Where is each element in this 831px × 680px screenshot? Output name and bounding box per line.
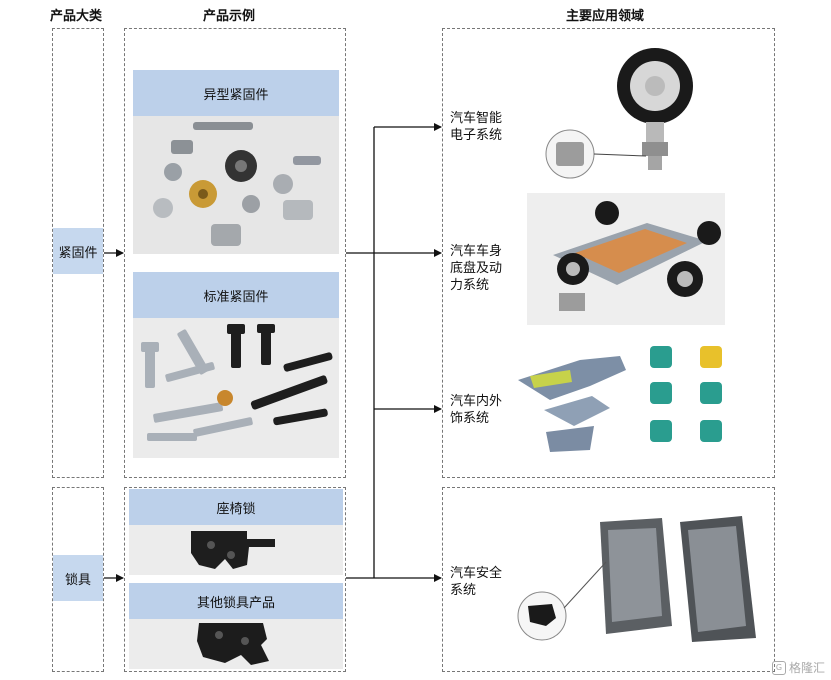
application-line: 汽车安全: [450, 566, 503, 581]
header-example: 产品示例: [203, 9, 256, 24]
interior-exterior-image: [510, 340, 750, 465]
watermark-text: 格隆汇: [788, 661, 825, 675]
application-label-safety: 汽车安全 系统: [450, 565, 502, 599]
product-label-special-fastener: 异型紧固件: [133, 70, 339, 116]
smart-electronics-image: [540, 44, 700, 184]
header-category: 产品大类: [50, 9, 103, 24]
application-label-body-chassis: 汽车车身 底盘及动 力系统: [450, 243, 502, 294]
product-label-seat-lock: 座椅锁: [129, 489, 343, 525]
other-lock-photo: [129, 619, 343, 669]
category-box-fastener: [52, 28, 104, 478]
product-box-lock: [124, 487, 346, 672]
category-label-lock: 锁具: [53, 555, 103, 601]
special-fastener-photo: [133, 116, 339, 254]
category-box-lock: [52, 487, 104, 672]
application-line: 底盘及动: [450, 261, 503, 276]
category-label-fastener: 紧固件: [53, 228, 103, 274]
application-box-lock: [442, 487, 775, 672]
watermark: G 格隆汇: [771, 659, 825, 676]
chassis-image: [527, 193, 725, 325]
product-label-other-lock: 其他锁具产品: [129, 583, 343, 619]
application-label-smart-electronics: 汽车智能 电子系统: [450, 110, 502, 144]
standard-fastener-photo: [133, 318, 339, 458]
application-line: 饰系统: [450, 411, 490, 426]
seat-lock-photo: [129, 525, 343, 575]
product-label-standard-fastener: 标准紧固件: [133, 272, 339, 318]
watermark-logo-icon: G: [771, 660, 786, 675]
application-line: 汽车车身: [450, 244, 503, 259]
application-line: 电子系统: [450, 128, 503, 143]
application-box-fastener: [442, 28, 775, 478]
product-box-fastener: [124, 28, 346, 478]
application-line: 系统: [450, 583, 477, 598]
application-line: 力系统: [450, 278, 490, 293]
application-label-interior-exterior: 汽车内外 饰系统: [450, 393, 502, 427]
application-line: 汽车内外: [450, 394, 503, 409]
application-line: 汽车智能: [450, 111, 503, 126]
safety-image: [512, 508, 762, 653]
header-application: 主要应用领域: [566, 9, 645, 24]
